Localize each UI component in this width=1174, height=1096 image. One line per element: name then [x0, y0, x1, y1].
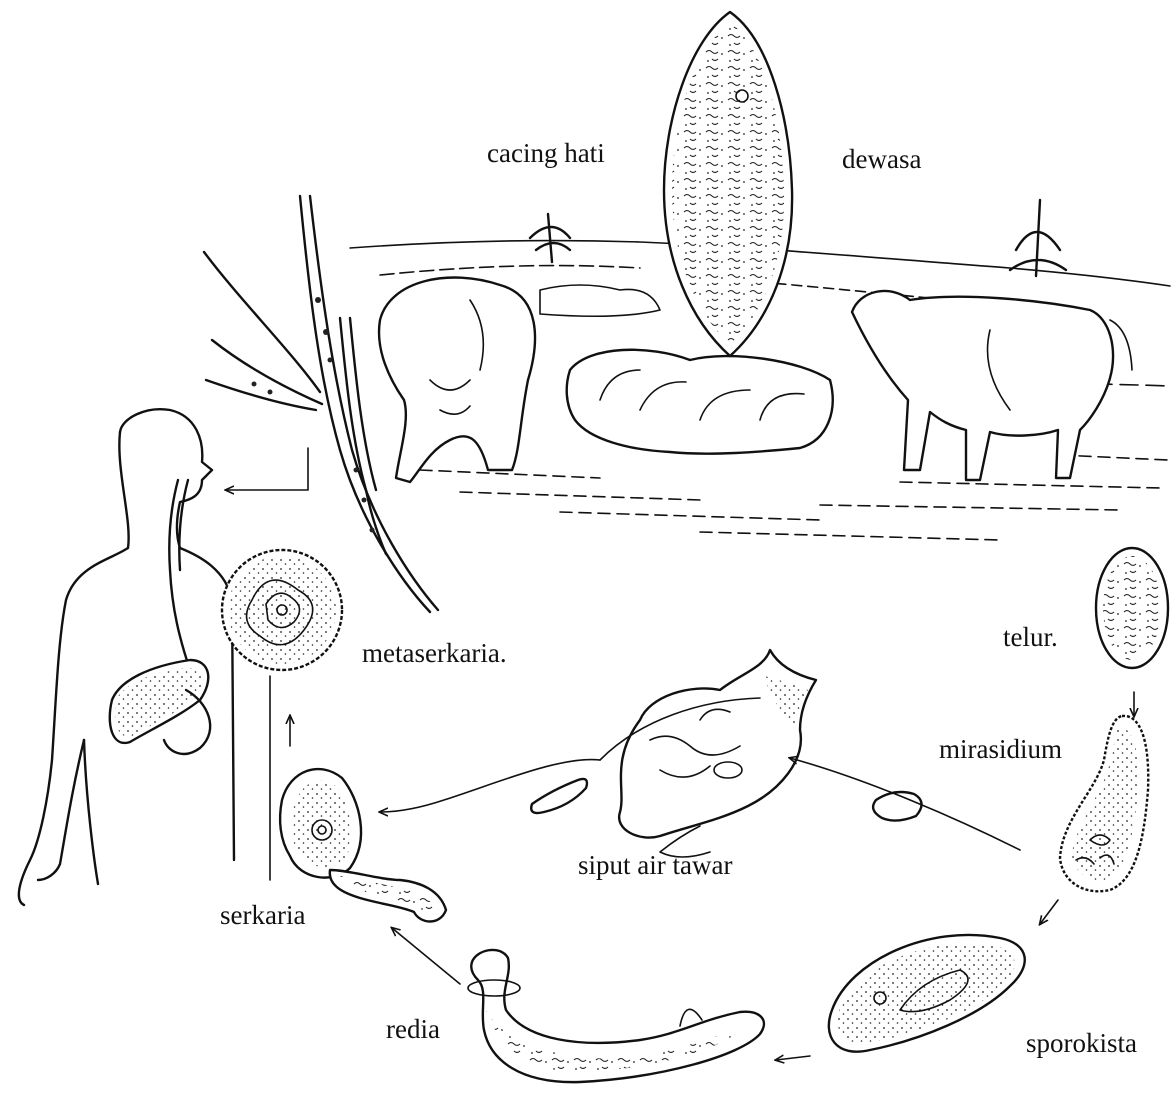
- label-snail: siput air tawar: [578, 852, 732, 879]
- label-adult-fluke-left: cacing hati: [487, 140, 605, 167]
- label-egg: telur.: [1003, 624, 1058, 651]
- label-miracidium: mirasidium: [939, 736, 1062, 763]
- grass-stalk: [204, 196, 438, 612]
- human-figure: [19, 409, 234, 905]
- freshwater-snail: [619, 650, 816, 857]
- miracidium: [1060, 716, 1148, 891]
- arrow-miracidium-to-sporocyst: [1040, 900, 1058, 924]
- cercaria-free-swimming: [531, 779, 587, 813]
- arrow-sporocyst-to-redia: [776, 1056, 810, 1060]
- egg: [1096, 548, 1168, 668]
- redia: [468, 950, 764, 1082]
- label-metacercaria: metaserkaria.: [362, 640, 507, 667]
- arrow-redia-to-cercaria: [392, 928, 460, 984]
- metacercaria-cyst: [222, 550, 342, 670]
- label-redia: redia: [386, 1016, 440, 1043]
- cercaria: [280, 769, 446, 921]
- label-adult-fluke-right: dewasa: [842, 146, 921, 173]
- miracidium-free-swimming: [873, 792, 921, 821]
- label-cercaria: serkaria: [220, 902, 305, 929]
- adult-liver-fluke: [664, 12, 792, 356]
- label-sporocyst: sporokista: [1026, 1030, 1137, 1057]
- sporocyst: [829, 935, 1025, 1052]
- arrow-grass-to-human: [226, 448, 308, 490]
